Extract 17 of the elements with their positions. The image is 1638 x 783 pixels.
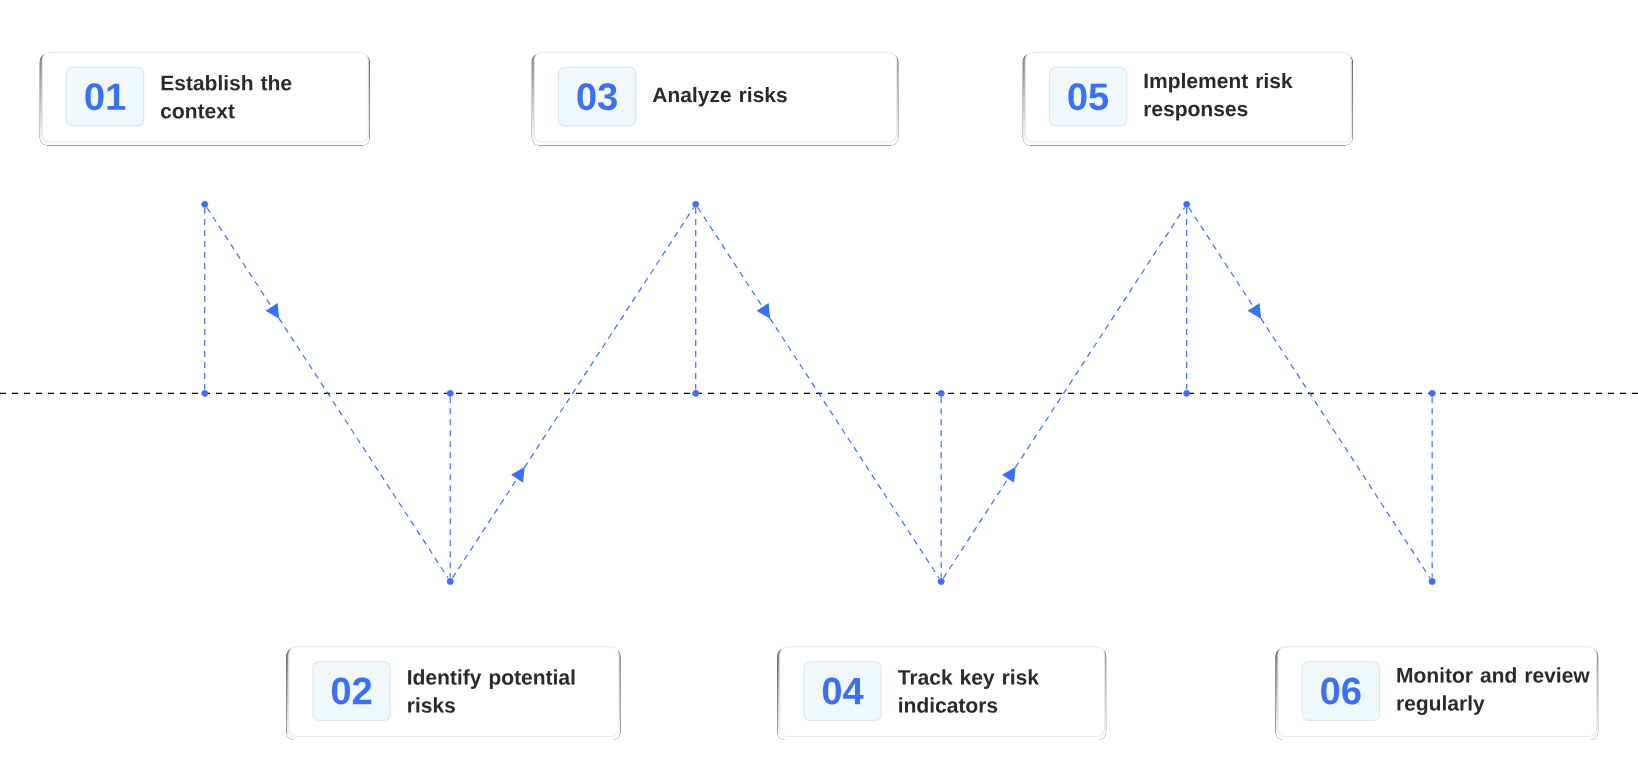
number-badge: 02 xyxy=(312,661,391,721)
step-label: Track key risk indicators xyxy=(898,669,1039,713)
arrow xyxy=(206,206,449,579)
arrow xyxy=(1188,206,1431,579)
step-label: Implement risk responses xyxy=(1144,72,1293,121)
number-badge: 05 xyxy=(1048,66,1128,127)
number-badge: 04 xyxy=(803,661,882,721)
step-label: Monitor and review regularly xyxy=(1397,667,1590,715)
arrow xyxy=(942,206,1186,579)
arrow xyxy=(451,206,695,579)
step-label: Identify potential risks xyxy=(408,669,575,713)
number-badge: 06 xyxy=(1301,661,1381,721)
step-label: Analyze risks xyxy=(652,86,787,107)
number-badge: 03 xyxy=(557,66,637,127)
arrow xyxy=(697,206,940,579)
number-badge: 01 xyxy=(65,66,145,127)
step-label: Establish the context xyxy=(161,75,292,119)
